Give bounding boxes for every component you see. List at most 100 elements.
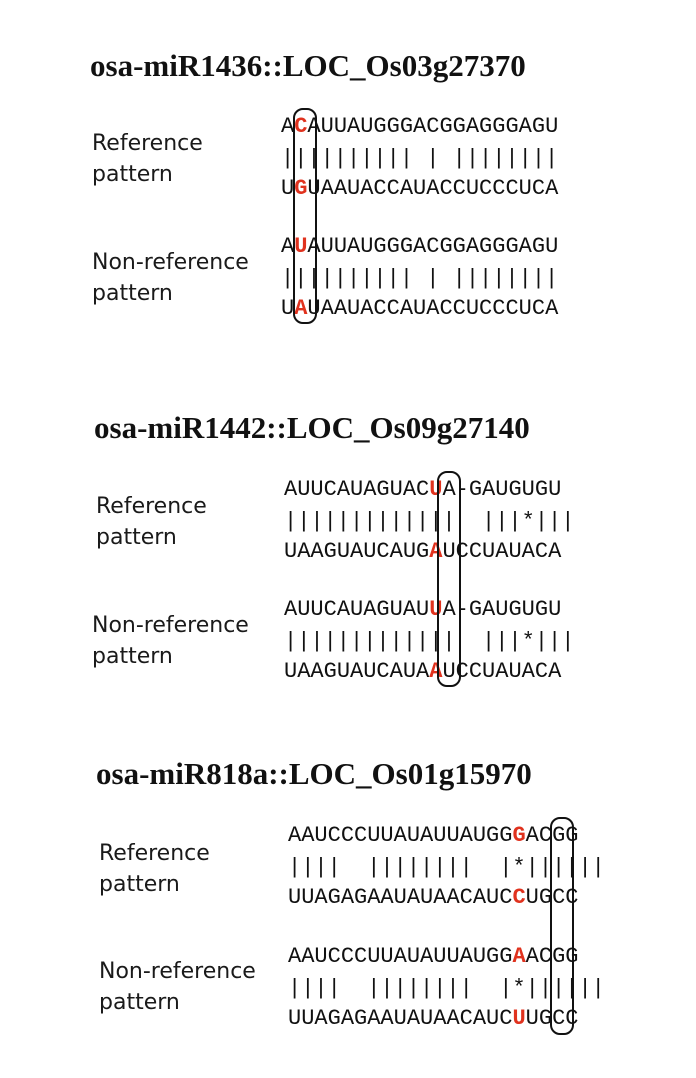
nucleotide: A xyxy=(482,597,496,622)
nucleotide: U xyxy=(413,296,427,321)
nucleotide: G xyxy=(508,597,522,622)
nucleotide: G xyxy=(534,597,549,622)
nucleotide: A xyxy=(433,885,447,910)
nucleotide: A xyxy=(518,114,532,139)
nucleotide: A xyxy=(307,114,321,139)
nucleotide: A xyxy=(465,114,480,139)
nucleotide: G xyxy=(439,234,453,259)
nucleotide: A xyxy=(347,114,361,139)
nucleotide: A xyxy=(350,539,364,564)
nucleotide: U xyxy=(380,944,394,969)
nucleotide: C xyxy=(452,296,466,321)
nucleotide: C xyxy=(376,539,390,564)
nucleotide: C xyxy=(534,539,549,564)
nucleotide: C xyxy=(323,597,337,622)
nucleotide: A xyxy=(393,944,407,969)
nucleotide: U xyxy=(367,944,381,969)
nucleotide: G xyxy=(552,944,566,969)
snp-highlight-box xyxy=(437,471,461,687)
nucleotide: G xyxy=(479,234,493,259)
nucleotide: C xyxy=(340,944,355,969)
nucleotide: C xyxy=(386,296,400,321)
nucleotide: A xyxy=(360,176,374,201)
snp-nucleotide: C xyxy=(294,114,308,139)
nucleotide: A xyxy=(402,477,417,502)
nucleotide: U xyxy=(518,176,532,201)
nucleotide: U xyxy=(389,597,403,622)
nucleotide: C xyxy=(468,539,483,564)
label-line-1: Reference xyxy=(92,131,203,156)
nucleotide: A xyxy=(413,234,427,259)
nucleotide: U xyxy=(495,477,509,502)
nucleotide: U xyxy=(482,659,496,684)
nucleotide: A xyxy=(333,296,348,321)
nucleotide: G xyxy=(468,477,483,502)
snp-nucleotide: U xyxy=(512,1006,526,1031)
nucleotide: U xyxy=(433,944,447,969)
nucleotide: A xyxy=(297,539,311,564)
nucleotide: U xyxy=(314,944,328,969)
nucleotide: G xyxy=(508,477,522,502)
nucleotide: C xyxy=(327,823,341,848)
nucleotide: A xyxy=(465,234,480,259)
nucleotide: C xyxy=(565,885,579,910)
nucleotide: C xyxy=(340,823,355,848)
nucleotide: G xyxy=(373,114,387,139)
nucleotide: A xyxy=(548,539,562,564)
nucleotide: U xyxy=(413,176,427,201)
nucleotide: U xyxy=(347,176,361,201)
nucleotide: C xyxy=(479,296,493,321)
nucleotide: G xyxy=(479,114,493,139)
snp-nucleotide: A xyxy=(512,944,526,969)
nucleotide: A xyxy=(336,477,351,502)
nucleotide: A xyxy=(301,944,315,969)
nucleotide: U xyxy=(472,823,487,848)
target-sequence: UAUAAUACCAUACCUCCCUCA xyxy=(281,298,558,320)
nucleotide: A xyxy=(307,234,321,259)
nucleotide: A xyxy=(442,597,456,622)
nucleotide: A xyxy=(459,944,473,969)
nucleotide: U xyxy=(472,944,487,969)
nucleotide: A xyxy=(433,1006,447,1031)
nucleotide: G xyxy=(323,539,337,564)
snp-highlight-box xyxy=(550,817,574,1035)
nucleotide: A xyxy=(297,659,311,684)
nucleotide: U xyxy=(406,823,421,848)
nucleotide: U xyxy=(301,1006,315,1031)
nucleotide: C xyxy=(426,234,440,259)
nucleotide: G xyxy=(492,114,506,139)
nucleotide: U xyxy=(446,823,460,848)
nucleotide: A xyxy=(288,944,302,969)
nucleotide: G xyxy=(376,477,390,502)
nucleotide: A xyxy=(406,885,421,910)
nucleotide: A xyxy=(320,296,334,321)
label-line-1: Non-reference xyxy=(92,613,249,638)
nucleotide: A xyxy=(416,659,430,684)
nucleotide: A xyxy=(446,885,460,910)
nucleotide: U xyxy=(288,885,302,910)
nucleotide: G xyxy=(534,477,549,502)
nucleotide: A xyxy=(314,885,328,910)
panel-title: osa-miR1436::LOC_Os03g27370 xyxy=(90,48,526,83)
label-line-2: pattern xyxy=(96,525,177,550)
nucleotide: C xyxy=(376,659,390,684)
nucleotide: G xyxy=(538,885,553,910)
mirna-sequence: AUAUUAUGGGACGGAGGGAGU xyxy=(281,236,558,258)
nucleotide: A xyxy=(521,539,535,564)
nucleotide: G xyxy=(439,114,453,139)
nucleotide: G xyxy=(505,234,519,259)
nucleotide: A xyxy=(281,234,295,259)
nucleotide: C xyxy=(452,176,466,201)
nucleotide: C xyxy=(552,1006,566,1031)
nucleotide: C xyxy=(538,823,553,848)
alignment-panel-2: osa-miR1442::LOC_Os09g27140 Reference pa… xyxy=(0,360,696,720)
nucleotide: U xyxy=(545,114,559,139)
nucleotide: G xyxy=(486,944,500,969)
pairing-bonds: |||||||||| | |||||||| xyxy=(281,146,559,171)
nucleotide: A xyxy=(413,114,427,139)
nucleotide: C xyxy=(492,176,506,201)
nucleotide: U xyxy=(465,296,480,321)
nucleotide: A xyxy=(459,823,473,848)
nucleotide: C xyxy=(416,477,430,502)
mirna-sequence: AAUCCCUUAUAUUAUGGGACGG xyxy=(288,825,578,847)
